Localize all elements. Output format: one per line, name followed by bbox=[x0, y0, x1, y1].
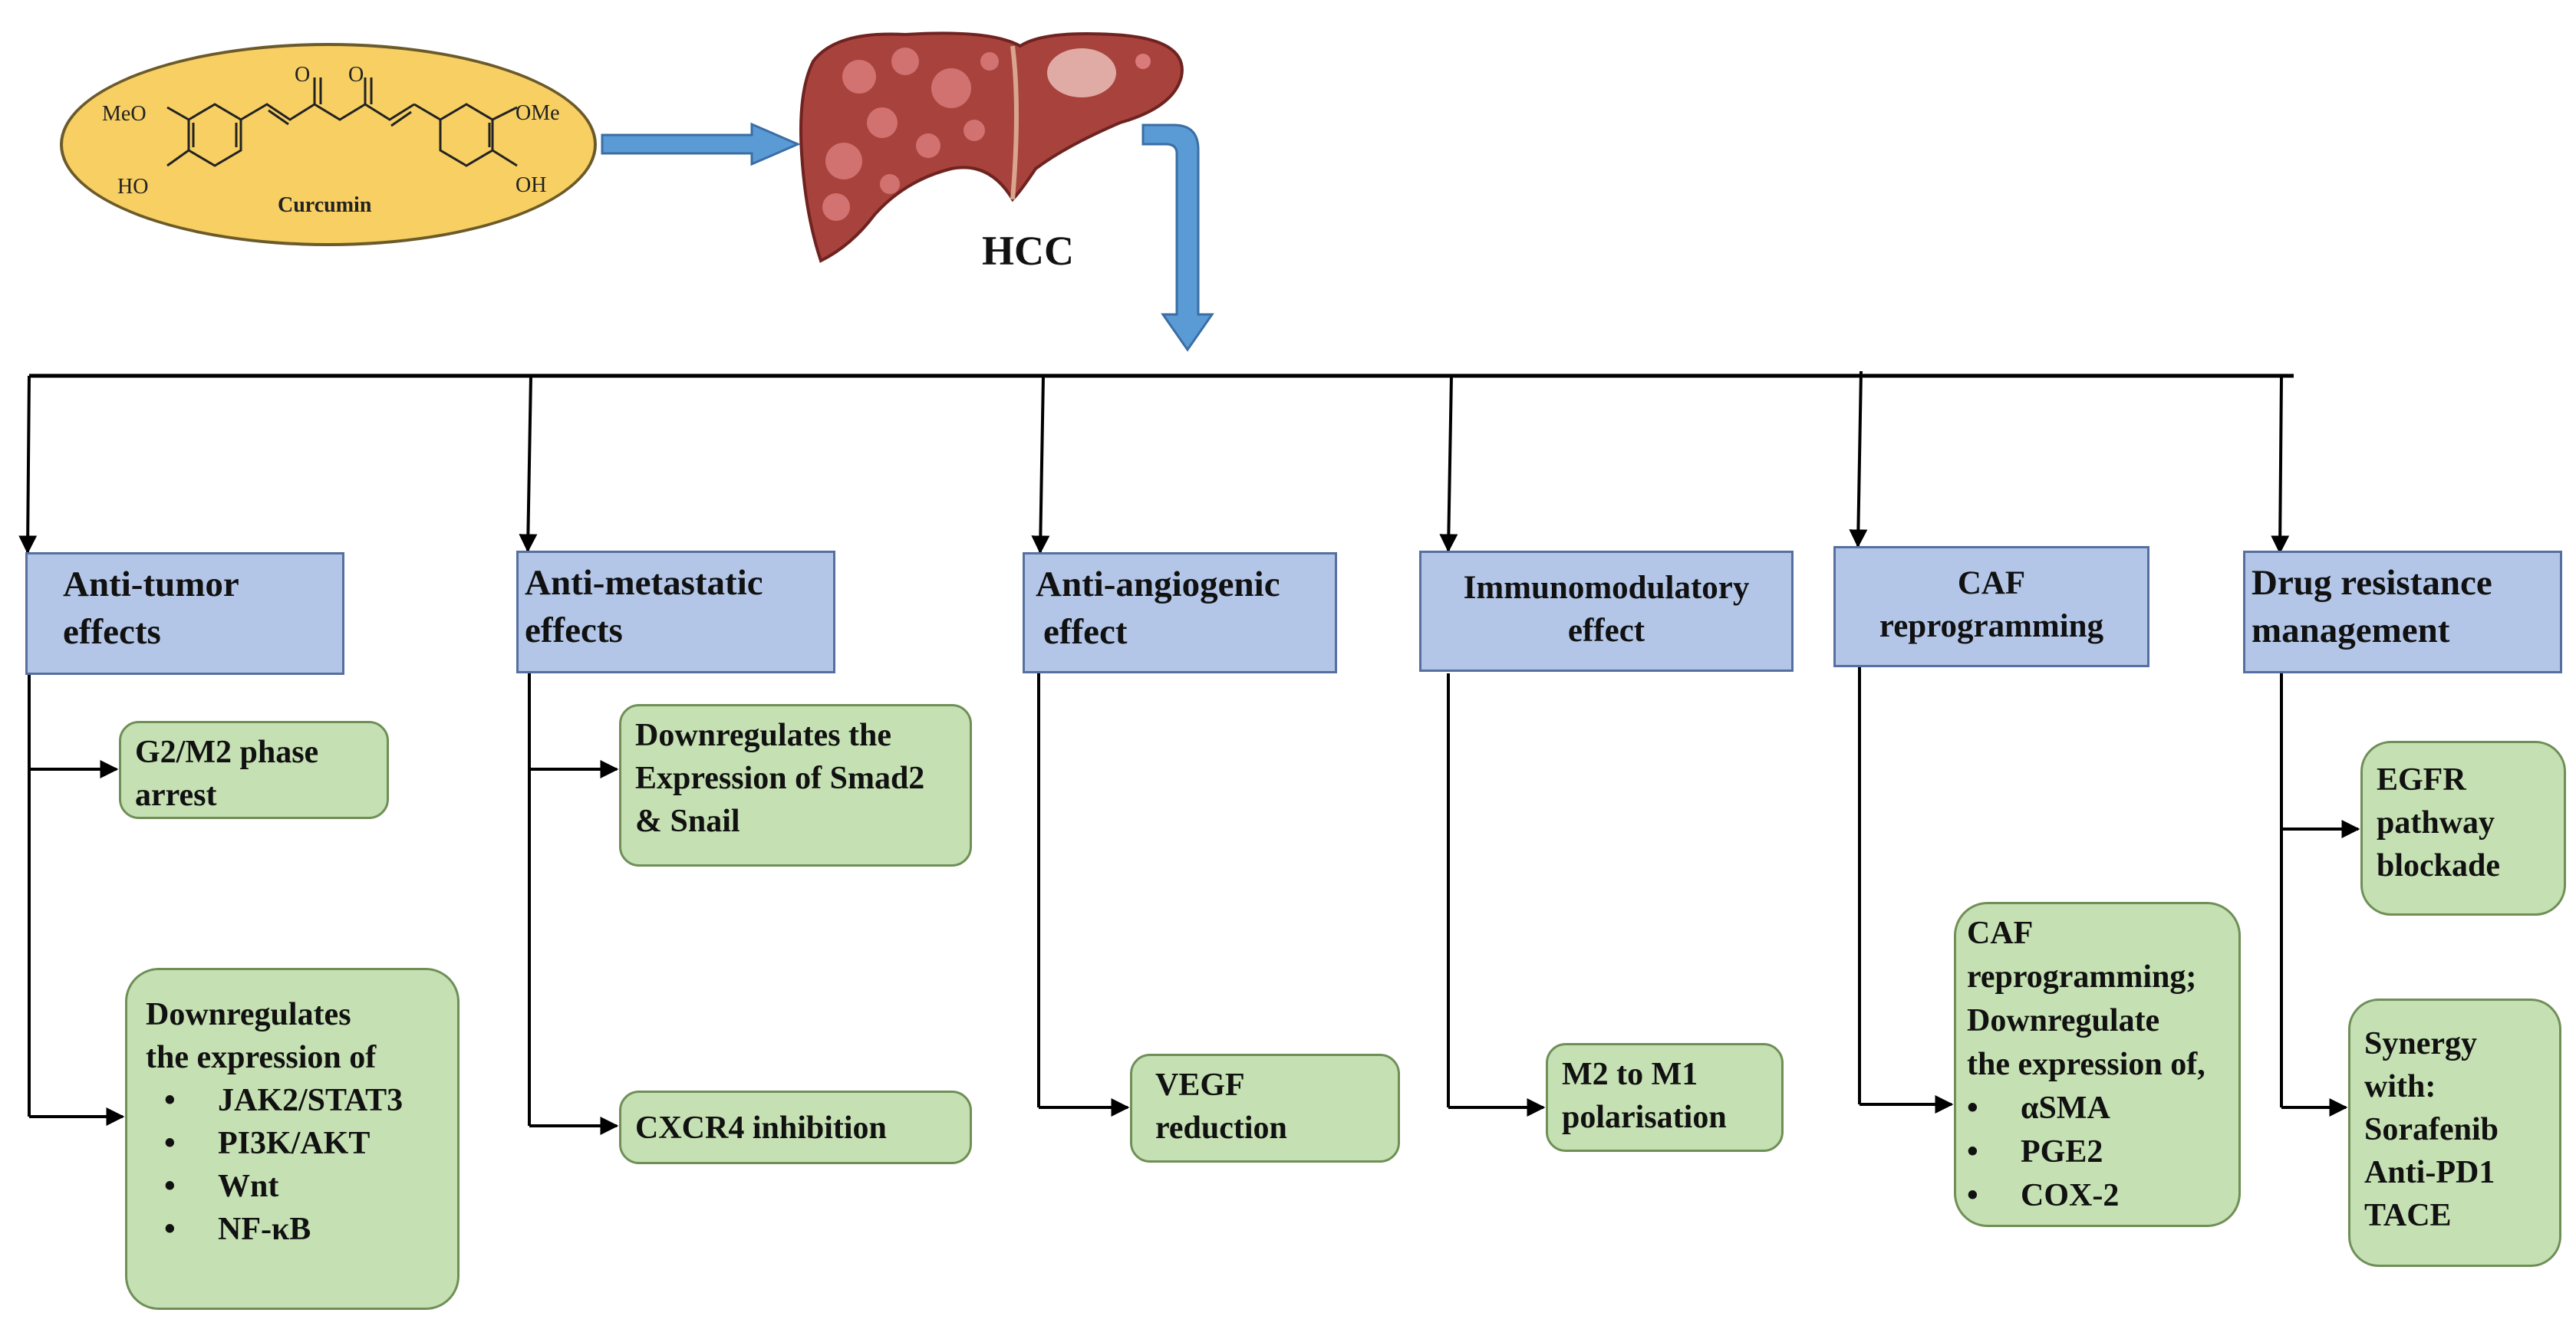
effect-line: Downregulates bbox=[146, 997, 351, 1032]
curcumin-structure bbox=[166, 77, 518, 167]
curcumin-to-liver-arrow bbox=[601, 122, 801, 166]
category-caf-reprogramming: CAF reprogramming bbox=[1833, 546, 2149, 667]
o-right-label: O bbox=[348, 63, 364, 87]
category-title-line: Anti-metastatic bbox=[525, 563, 763, 603]
effect-line: EGFR bbox=[2377, 762, 2466, 798]
category-drug-resistance: Drug resistance management bbox=[2243, 551, 2562, 673]
effect-line: Anti-PD1 bbox=[2364, 1155, 2495, 1190]
effect-bullet: PGE2 bbox=[1967, 1130, 2228, 1174]
effect-line: Downregulates the bbox=[635, 718, 892, 753]
category-title-line: CAF bbox=[1957, 565, 2026, 601]
ho-left-label: HO bbox=[117, 175, 149, 199]
effect-line: VEGF bbox=[1155, 1068, 1245, 1103]
effect-line: with: bbox=[2364, 1069, 2436, 1104]
category-title-line: Anti-angiogenic bbox=[1036, 564, 1280, 604]
ome-right-label: OMe bbox=[516, 101, 560, 125]
effect-bullet-list: JAK2/STAT3 PI3K/AKT Wnt NF-κB bbox=[146, 1079, 439, 1251]
effect-line: reprogramming; bbox=[1967, 959, 2197, 995]
effect-bullet: αSMA bbox=[1967, 1087, 2228, 1130]
category-anti-angiogenic: Anti-angiogenic effect bbox=[1023, 552, 1337, 673]
drop-arrow-drug-resistance bbox=[2271, 375, 2290, 554]
liver-illustration bbox=[799, 31, 1184, 263]
effect-bullet-list: αSMA PGE2 COX-2 bbox=[1967, 1087, 2228, 1218]
category-title-line: effects bbox=[525, 610, 623, 650]
oh-right-label: OH bbox=[516, 173, 547, 197]
effect-line: the expression of bbox=[146, 1040, 377, 1075]
effect-line: Expression of Smad2 bbox=[635, 761, 925, 796]
hcc-label: HCC bbox=[982, 228, 1074, 274]
category-title-line: reprogramming bbox=[1879, 608, 2104, 644]
effect-bullet: Wnt bbox=[164, 1165, 439, 1208]
category-title-line: Immunomodulatory bbox=[1463, 570, 1750, 606]
effect-line: TACE bbox=[2364, 1198, 2452, 1233]
effect-synergy: Synergy with: Sorafenib Anti-PD1 TACE bbox=[2348, 999, 2561, 1267]
effect-caf-reprogramming: CAF reprogramming; Downregulate the expr… bbox=[1954, 902, 2241, 1227]
effect-line: Sorafenib bbox=[2364, 1112, 2499, 1147]
effect-bullet: COX-2 bbox=[1967, 1174, 2228, 1218]
category-immunomodulatory: Immunomodulatory effect bbox=[1419, 551, 1794, 672]
curcumin-oval bbox=[60, 43, 597, 246]
category-title-line: management bbox=[2252, 610, 2450, 650]
effect-line: reduction bbox=[1155, 1110, 1287, 1146]
effect-smad2-snail: Downregulates the Expression of Smad2 & … bbox=[619, 704, 972, 867]
effect-egfr-blockade: EGFR pathway blockade bbox=[2360, 741, 2566, 916]
category-title-line: effect bbox=[1567, 613, 1645, 649]
drop-arrow-caf bbox=[1849, 370, 1868, 548]
effect-line: M2 to M1 bbox=[1562, 1057, 1698, 1092]
effect-line: G2/M2 phase bbox=[135, 735, 319, 770]
effect-downregulates-expression: Downregulates the expression of JAK2/STA… bbox=[125, 968, 460, 1310]
effect-line: Synergy bbox=[2364, 1026, 2477, 1061]
effect-vegf-reduction: VEGF reduction bbox=[1130, 1054, 1400, 1163]
effect-bullet: NF-κB bbox=[164, 1208, 439, 1251]
drop-arrow-anti-angiogenic bbox=[1031, 375, 1050, 554]
effect-line: pathway bbox=[2377, 805, 2495, 841]
effect-line: CAF bbox=[1967, 916, 2034, 951]
curcumin-name-label: Curcumin bbox=[278, 193, 372, 217]
o-left-label: O bbox=[295, 63, 311, 87]
category-title-line: Drug resistance bbox=[2252, 563, 2492, 603]
effect-line: & Snail bbox=[635, 804, 740, 839]
effect-bullet: JAK2/STAT3 bbox=[164, 1079, 439, 1122]
liver-to-branches-arrow bbox=[1141, 123, 1214, 352]
effect-bullet: PI3K/AKT bbox=[164, 1122, 439, 1165]
meo-left-label: MeO bbox=[102, 102, 147, 126]
drop-arrow-anti-metastatic bbox=[519, 375, 538, 553]
category-anti-metastatic: Anti-metastatic effects bbox=[516, 551, 835, 673]
effect-line: CXCR4 inhibition bbox=[635, 1110, 887, 1146]
effect-line: Downregulate bbox=[1967, 1003, 2160, 1038]
drop-arrow-anti-tumor bbox=[18, 375, 38, 554]
effect-line: polarisation bbox=[1562, 1100, 1727, 1135]
effect-line: blockade bbox=[2377, 848, 2501, 883]
category-title-line: effects bbox=[63, 612, 161, 652]
category-anti-tumor: Anti-tumor effects bbox=[25, 552, 344, 675]
effect-cxcr4-inhibition: CXCR4 inhibition bbox=[619, 1091, 972, 1164]
effect-line: the expression of, bbox=[1967, 1047, 2205, 1082]
category-title-line: Anti-tumor bbox=[63, 564, 239, 604]
drop-arrow-immunomodulatory bbox=[1439, 375, 1458, 553]
effect-g2m2-arrest: G2/M2 phase arrest bbox=[119, 721, 389, 819]
effect-line: arrest bbox=[135, 778, 217, 813]
category-title-line: effect bbox=[1043, 612, 1128, 652]
effect-m2-m1-polarisation: M2 to M1 polarisation bbox=[1546, 1043, 1784, 1152]
